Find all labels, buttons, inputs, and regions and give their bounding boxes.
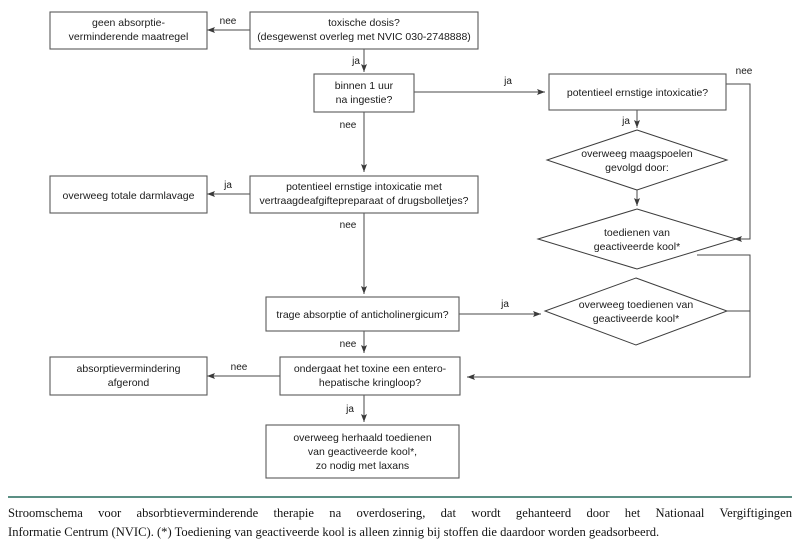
node-binnen-1-uur-line1: binnen 1 uur bbox=[335, 80, 394, 92]
node-trage-absorptie[interactable]: trage absorptie of anticholinergicum? bbox=[265, 296, 460, 332]
node-absorptievermindering-afgerond-line2: afgerond bbox=[108, 377, 150, 389]
caption: Stroomschema voor absorbtieverminderende… bbox=[8, 504, 792, 542]
edge-label-ja-intoxicatie: ja bbox=[621, 116, 630, 127]
node-intoxicatie-vertraagd[interactable]: potentieel ernstige intoxicatie met vert… bbox=[249, 175, 479, 214]
node-potentieel-ernstige-intoxicatie-line1: potentieel ernstige intoxicatie? bbox=[567, 87, 708, 99]
node-overweeg-maagspoelen-line2: gevolgd door: bbox=[605, 162, 669, 174]
node-absorptievermindering-afgerond[interactable]: absorptievermindering afgerond bbox=[49, 356, 208, 396]
edge-intoxicatie-nee-to-toedienen-kool bbox=[726, 83, 751, 242]
node-overweeg-maagspoelen-line1: overweeg maagspoelen bbox=[581, 148, 693, 160]
node-overweeg-herhaald-line2: van geactiveerde kool*, bbox=[308, 446, 417, 458]
edge-label-nee-vertraagd: nee bbox=[340, 220, 357, 231]
edge-label-nee-top: nee bbox=[220, 16, 237, 27]
node-absorptievermindering-afgerond-line1: absorptievermindering bbox=[77, 363, 181, 375]
edge-label-nee-binnen-uur: nee bbox=[340, 120, 357, 131]
node-overweeg-herhaald-shape[interactable] bbox=[265, 424, 460, 479]
node-toxische-dosis[interactable]: toxische dosis? (desgewenst overleg met … bbox=[249, 11, 479, 50]
caption-divider bbox=[8, 496, 792, 498]
node-toxische-dosis-line2: (desgewenst overleg met NVIC 030-2748888… bbox=[257, 31, 471, 43]
node-overweeg-toedienen-kool-shape[interactable] bbox=[543, 277, 729, 346]
node-overweeg-maagspoelen[interactable]: overweeg maagspoelen gevolgd door: bbox=[545, 129, 729, 191]
edge-label-nee-intoxicatie: nee bbox=[736, 66, 753, 77]
node-overweeg-totale-darmlavage[interactable]: overweeg totale darmlavage bbox=[49, 175, 208, 214]
edge-label-ja-vertraagd: ja bbox=[223, 180, 232, 191]
node-trage-absorptie-shape[interactable] bbox=[265, 296, 460, 332]
node-absorptievermindering-afgerond-shape[interactable] bbox=[49, 356, 208, 396]
node-intoxicatie-vertraagd-line1: potentieel ernstige intoxicatie met bbox=[286, 181, 442, 193]
caption-line-1: Stroomschema voor absorbtieverminderende… bbox=[8, 506, 792, 520]
node-overweeg-totale-darmlavage-shape[interactable] bbox=[49, 175, 208, 214]
node-binnen-1-uur-shape[interactable] bbox=[313, 73, 415, 113]
edge-label-nee-trage: nee bbox=[340, 339, 357, 350]
node-toedienen-kool-line2: geactiveerde kool* bbox=[594, 241, 680, 253]
node-enterohepatische-kringloop-line1: ondergaat het toxine een entero- bbox=[294, 363, 447, 375]
node-overweeg-toedienen-kool-line1: overweeg toedienen van bbox=[579, 299, 694, 311]
node-overweeg-totale-darmlavage-line1: overweeg totale darmlavage bbox=[63, 190, 195, 202]
node-overweeg-herhaald-line1: overweeg herhaald toedienen bbox=[293, 432, 432, 444]
edge-overweeg-kool-to-kringloop bbox=[727, 310, 751, 377]
node-potentieel-ernstige-intoxicatie[interactable]: potentieel ernstige intoxicatie? bbox=[548, 73, 727, 111]
flowchart-canvas: nee ja ja nee nee ja ja nee ja nee nee j… bbox=[49, 11, 753, 479]
node-binnen-1-uur-line2: na ingestie? bbox=[336, 94, 393, 106]
edge-label-ja-toxische: ja bbox=[351, 56, 360, 67]
node-toedienen-kool[interactable]: toedienen van geactiveerde kool* bbox=[536, 208, 738, 270]
edges bbox=[207, 27, 751, 422]
node-overweeg-maagspoelen-shape[interactable] bbox=[545, 129, 729, 191]
node-toxische-dosis-line1: toxische dosis? bbox=[328, 17, 400, 29]
node-geen-maatregel[interactable]: geen absorptie- verminderende maatregel bbox=[49, 11, 208, 50]
node-toedienen-kool-line1: toedienen van bbox=[604, 227, 670, 239]
node-intoxicatie-vertraagd-shape[interactable] bbox=[249, 175, 479, 214]
node-enterohepatische-kringloop-shape[interactable] bbox=[279, 356, 461, 396]
node-geen-maatregel-shape[interactable] bbox=[49, 11, 208, 50]
node-overweeg-toedienen-kool-line2: geactiveerde kool* bbox=[593, 313, 679, 325]
node-geen-maatregel-line1: geen absorptie- bbox=[92, 17, 165, 29]
node-enterohepatische-kringloop-line2: hepatische kringloop? bbox=[319, 377, 421, 389]
node-enterohepatische-kringloop[interactable]: ondergaat het toxine een entero- hepatis… bbox=[279, 356, 461, 396]
node-trage-absorptie-line1: trage absorptie of anticholinergicum? bbox=[276, 309, 448, 321]
node-binnen-1-uur[interactable]: binnen 1 uur na ingestie? bbox=[313, 73, 415, 113]
node-overweeg-herhaald-line3: zo nodig met laxans bbox=[316, 460, 409, 472]
node-overweeg-toedienen-kool[interactable]: overweeg toedienen van geactiveerde kool… bbox=[543, 277, 729, 346]
edge-label-ja-trage: ja bbox=[500, 299, 509, 310]
node-toxische-dosis-shape[interactable] bbox=[249, 11, 479, 50]
node-intoxicatie-vertraagd-line2: vertraagdeafgiftepreparaat of drugsbolle… bbox=[260, 195, 469, 207]
node-potentieel-ernstige-intoxicatie-shape[interactable] bbox=[548, 73, 727, 111]
edge-label-nee-kringloop: nee bbox=[231, 362, 248, 373]
edge-label-ja-binnen-uur: ja bbox=[503, 76, 512, 87]
caption-line-2: Informatie Centrum (NVIC). (*) Toedienin… bbox=[8, 525, 660, 539]
node-overweeg-herhaald[interactable]: overweeg herhaald toedienen van geactive… bbox=[265, 424, 460, 479]
edge-labels: nee ja ja nee nee ja ja nee ja nee nee j… bbox=[220, 16, 753, 415]
edge-label-ja-kringloop: ja bbox=[345, 404, 354, 415]
node-geen-maatregel-line2: verminderende maatregel bbox=[69, 31, 189, 43]
node-toedienen-kool-shape[interactable] bbox=[536, 208, 738, 270]
